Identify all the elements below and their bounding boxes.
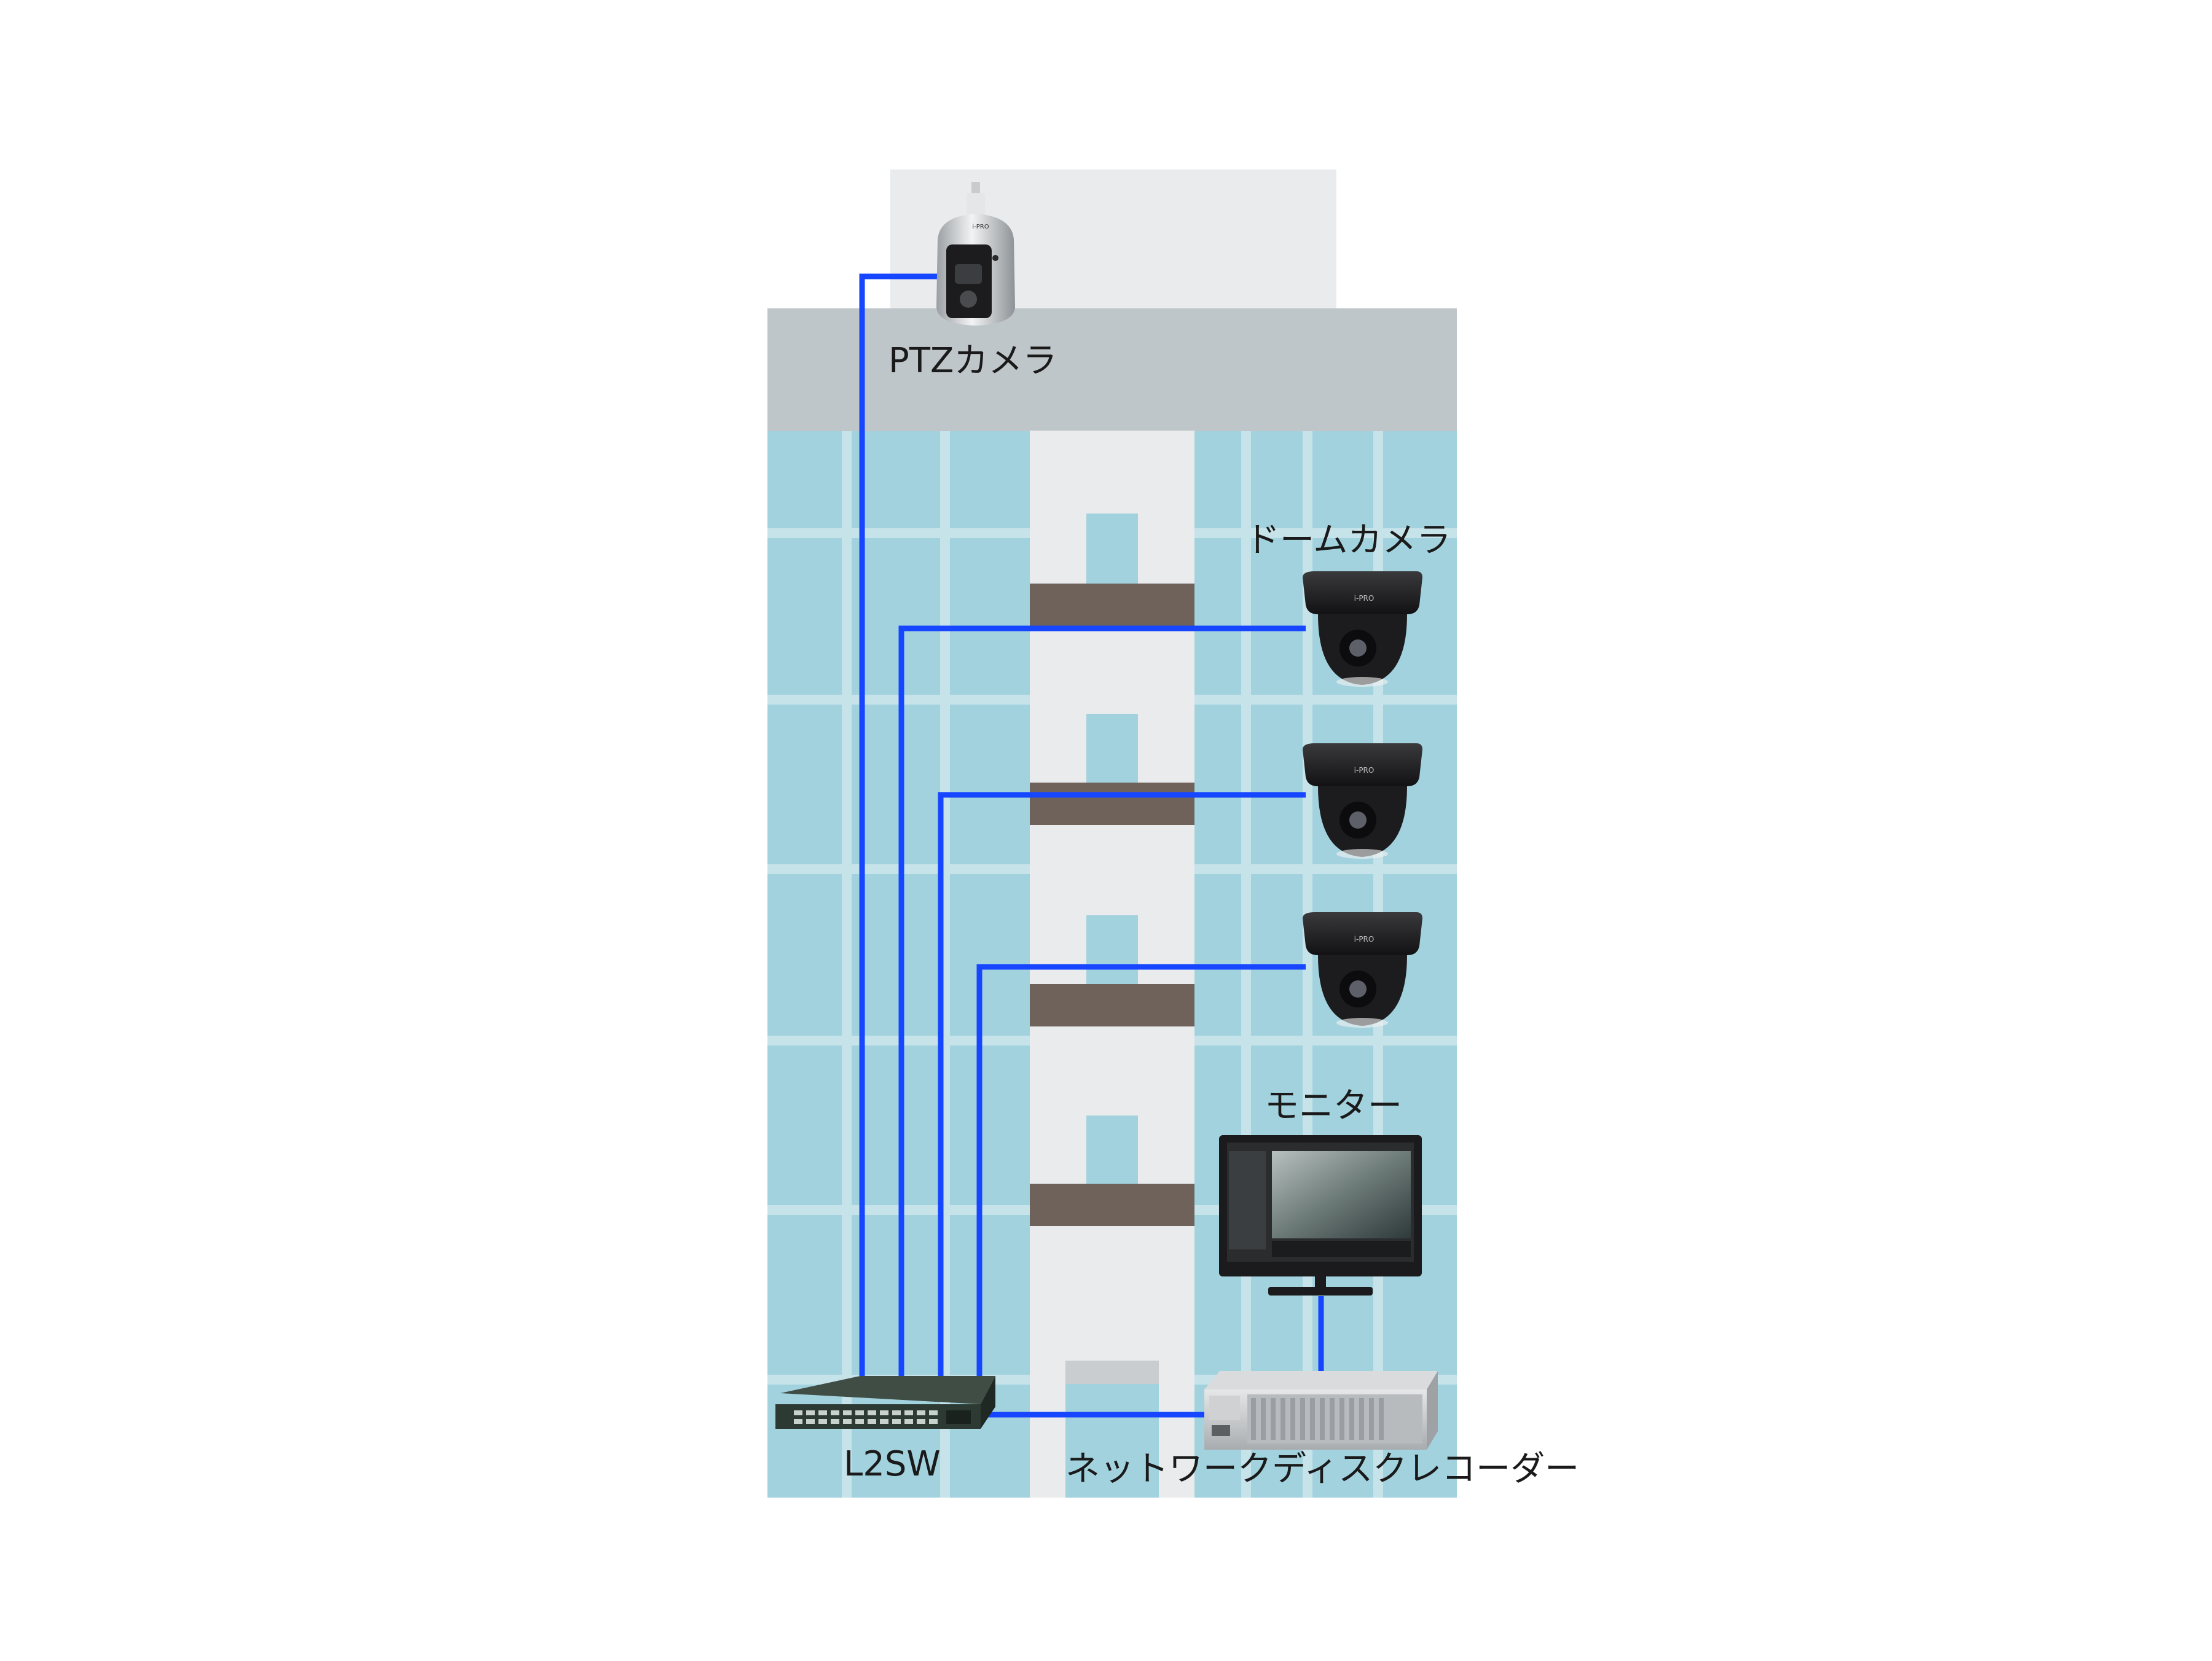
core-door-frame	[1065, 1361, 1159, 1384]
dome-camera-icon: i-PRO	[1303, 912, 1422, 1028]
switch-label: L2SW	[844, 1444, 941, 1484]
monitor-icon	[1219, 1135, 1422, 1296]
dome-camera-icon: i-PRO	[1303, 571, 1422, 687]
cable-ptz	[859, 273, 942, 1376]
network-switch-icon	[775, 1376, 995, 1429]
monitor-label: モニター	[1265, 1086, 1402, 1126]
dome-1-brand-mark: i-PRO	[1354, 594, 1375, 603]
recorder-label: ネットワークディスクレコーダー	[1065, 1449, 1580, 1489]
dome-3-brand-mark: i-PRO	[1354, 935, 1375, 944]
recorder-icon	[1204, 1371, 1438, 1450]
network-cables	[859, 273, 1324, 1418]
roof-parapet	[767, 308, 1457, 431]
cable-dome-2	[938, 792, 1306, 1376]
core-windows	[1065, 514, 1159, 1498]
dome-camera-label: ドームカメラ	[1245, 520, 1451, 560]
ptz-brand-mark: i-PRO	[972, 224, 989, 230]
dome-2-brand-mark: i-PRO	[1354, 766, 1375, 775]
cable-dome-3	[976, 964, 1306, 1376]
ptz-camera-icon: i-PRO	[936, 182, 1015, 326]
floor-slabs	[1030, 584, 1194, 1226]
ptz-camera-label: PTZカメラ	[888, 341, 1057, 381]
cable-dome-1	[898, 625, 1306, 1376]
dome-camera-icon: i-PRO	[1303, 743, 1422, 859]
